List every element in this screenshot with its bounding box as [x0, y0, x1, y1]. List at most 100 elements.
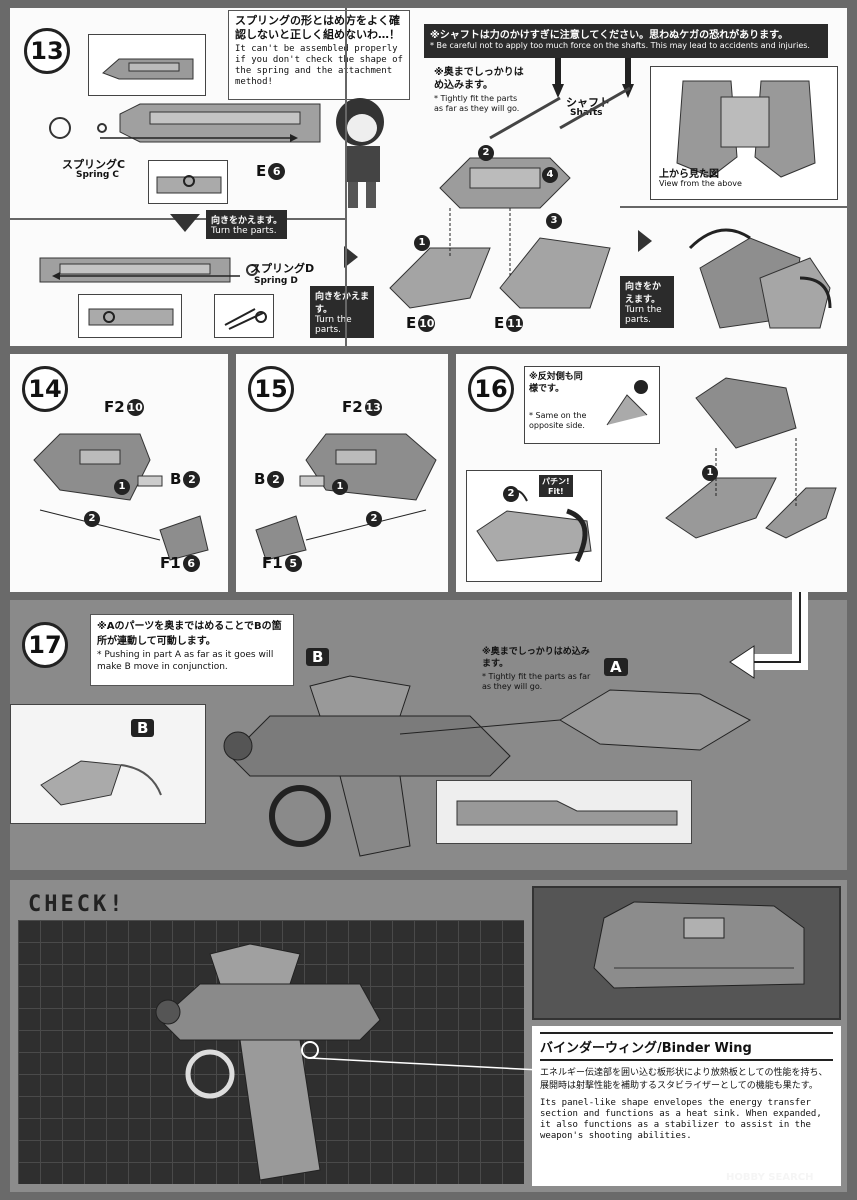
- top-view-illustration: [676, 80, 816, 178]
- check-title: CHECK!: [28, 892, 126, 917]
- turn2-en: Turn the parts.: [315, 315, 352, 335]
- flow-arrow-icon: [729, 592, 808, 679]
- right-arrow-icon: [638, 230, 652, 252]
- tight-fit-jp: ※奥までしっかりはめ込みます。: [434, 67, 524, 91]
- turn3-jp: 向きをかえます。: [625, 282, 662, 305]
- character-illustration: [336, 98, 384, 208]
- binder-wing-name-jp: バインダーウィング: [540, 1041, 658, 1056]
- part-detail-inset: [88, 34, 206, 96]
- part-illustration: [102, 58, 194, 80]
- label-b-main: B: [306, 648, 330, 666]
- step-marker-2: 2: [366, 506, 382, 527]
- opposite-side-illustration: [606, 380, 648, 426]
- step-number: 17: [22, 622, 68, 668]
- binder-wing-name-en: /Binder Wing: [657, 1041, 752, 1056]
- warning-en: * Be careful not to apply too much force…: [430, 41, 810, 50]
- binder-wing-info-box: バインダーウィング/Binder Wing エネルギー伝達部を囲い込む板形状によ…: [532, 1026, 841, 1186]
- step-number: 15: [248, 366, 294, 412]
- spring-d-assembly: [39, 257, 258, 283]
- step-16-panel: 16 ※反対側も同様です。 * Same on the opposite sid…: [456, 354, 847, 592]
- step-marker-2: 2: [503, 481, 519, 502]
- turn-en: Turn the parts.: [211, 226, 277, 236]
- binder-wing-desc-en: Its panel-like shape envelopes the energ…: [540, 1098, 822, 1141]
- view-label-jp: 上から見た図: [659, 169, 719, 180]
- spring-d-detail-left: [78, 294, 182, 338]
- callout-line: [301, 1041, 541, 1071]
- fit-jp: パチン!: [542, 477, 570, 486]
- spring-c-label-en: Spring C: [76, 170, 120, 180]
- tight-fit-en: * Tightly fit the parts as far as they w…: [434, 94, 520, 113]
- step-marker-4: 4: [542, 162, 558, 183]
- label-a: A: [604, 658, 628, 676]
- turned-assembly-illustration: [688, 228, 832, 329]
- opposite-note-jp: ※反対側も同様です。: [529, 372, 583, 394]
- section-divider-right: [620, 206, 847, 208]
- binder-wing-image: [532, 886, 841, 1020]
- b-detail-inset: B: [10, 704, 206, 824]
- turn3-en: Turn the parts.: [625, 305, 662, 325]
- opposite-side-inset: ※反対側も同様です。 * Same on the opposite side.: [524, 366, 660, 444]
- spring-c-detail: [148, 160, 228, 204]
- step-marker-2: 2: [84, 506, 100, 527]
- fit-en: Fit!: [547, 487, 564, 496]
- down-arrow-icon: [170, 214, 200, 232]
- spring-d-detail-right: [214, 294, 274, 338]
- step-17-tight-en: * Tightly fit the parts as far as they w…: [482, 672, 591, 691]
- binder-wing-illustration: [593, 901, 805, 989]
- watermark: HOBBY SEARCH: [726, 1172, 814, 1183]
- shaft-assembly-diagram: [389, 86, 631, 309]
- spring-c-assembly: [49, 103, 321, 143]
- speech-jp: スプリングの形とはめ方をよく確認しないと正しく組めないわ…！: [235, 14, 400, 41]
- column-divider: [345, 8, 347, 346]
- spring-c-label-jp: スプリングC: [62, 158, 126, 171]
- step-marker-1: 1: [332, 474, 348, 495]
- step-number: 13: [24, 28, 70, 74]
- step-17-note: ※Aのパーツを奥まではめることでBの箇所が連動して可動します。 * Pushin…: [90, 614, 294, 686]
- step-marker-1: 1: [414, 230, 430, 251]
- binder-wing-desc-jp: エネルギー伝達部を囲い込む板形状により放熱板としての性能を持ち、展開時は射撃性能…: [540, 1068, 828, 1091]
- step-number: 14: [22, 366, 68, 412]
- step-17-tight-jp: ※奥までしっかりはめ込みます。: [482, 647, 590, 669]
- check-panel: CHECK! バインダーウィング/Binder Wing エネルギー伝達部を囲い…: [10, 880, 847, 1192]
- step-17-note-jp: ※Aのパーツを奥まではめることでBの箇所が連動して可動します。: [97, 621, 282, 647]
- binder-wing-heading: バインダーウィング/Binder Wing: [540, 1032, 833, 1061]
- label-b-inset: B: [131, 719, 155, 737]
- character-speech-bubble: スプリングの形とはめ方をよく確認しないと正しく組めないわ…！ It can't …: [228, 10, 410, 100]
- fit-tag: パチン! Fit!: [539, 475, 573, 497]
- spring-d-label-jp: スプリングD: [250, 262, 315, 275]
- b-detail-illustration: [40, 760, 162, 806]
- spring-d-label-en: Spring D: [254, 276, 298, 286]
- right-arrow-icon: [344, 246, 358, 268]
- turn-parts-tag-3: 向きをかえます。 Turn the parts.: [620, 276, 674, 328]
- slide-detail-inset: [436, 780, 692, 844]
- step-marker-2: 2: [478, 140, 494, 161]
- step-marker-1: 1: [702, 460, 718, 481]
- turn2-jp: 向きをかえます。: [315, 292, 370, 315]
- fit-illustration: [476, 490, 592, 563]
- turn-parts-tag: 向きをかえます。 Turn the parts.: [206, 210, 288, 239]
- finished-weapon-illustration: [155, 943, 381, 1181]
- view-from-above-inset: 上から見た図 View from the above: [650, 66, 838, 200]
- opposite-note-en: * Same on the opposite side.: [529, 411, 587, 430]
- step-17-panel: 17 ※Aのパーツを奥まではめることでBの箇所が連動して可動します。 * Pus…: [10, 592, 847, 870]
- down-arrow-icon: [552, 58, 564, 98]
- turn-parts-tag-2: 向きをかえます。 Turn the parts.: [310, 286, 374, 338]
- step-marker-1: 1: [114, 474, 130, 495]
- warning-jp: ※シャフトは力のかけすぎに注意してください。思わぬケガの恐れがあります。: [430, 30, 789, 41]
- step-16-diagram: [665, 377, 837, 539]
- down-arrow-icon: [622, 58, 634, 98]
- step-17-note-en: * Pushing in part A as far as it goes wi…: [97, 650, 274, 672]
- step-marker-3: 3: [546, 208, 562, 229]
